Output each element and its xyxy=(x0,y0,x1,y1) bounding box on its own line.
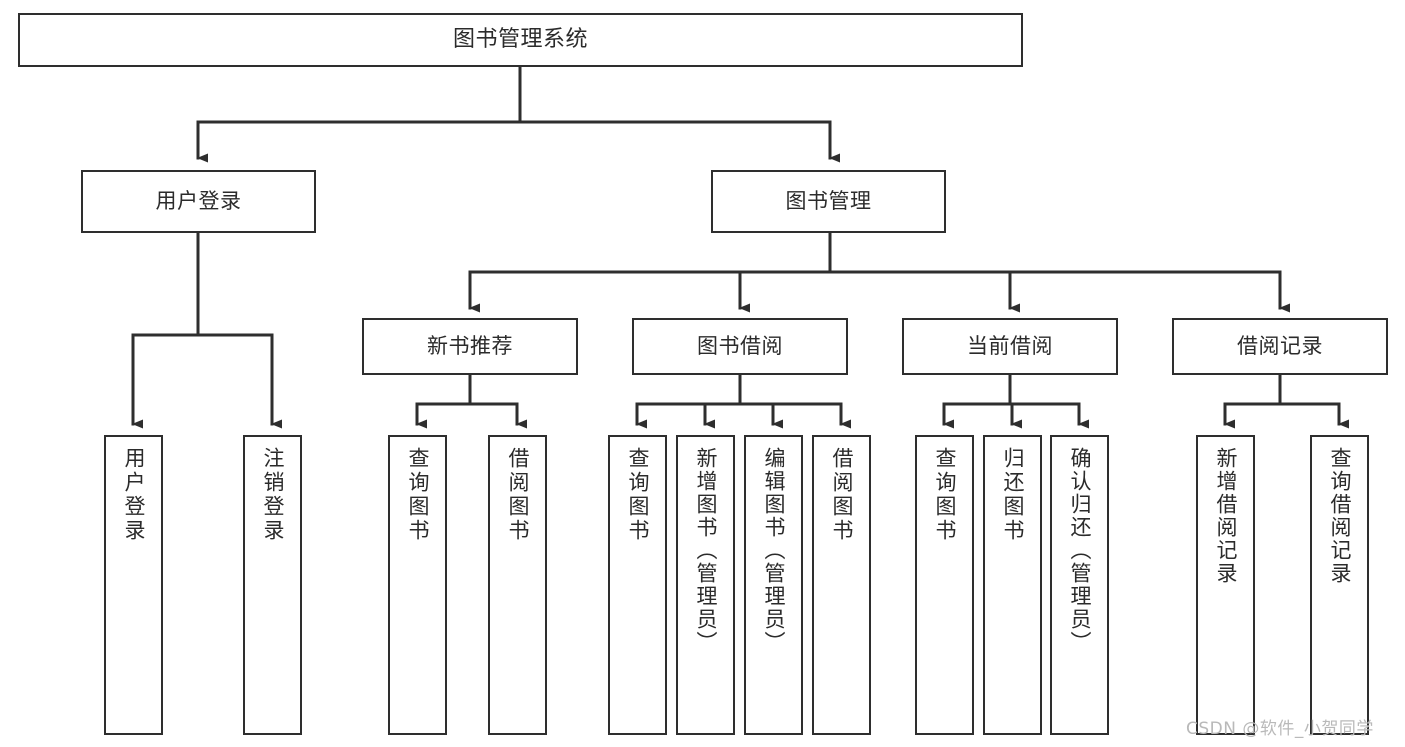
leaf-user-login[interactable]: 用户登录 xyxy=(104,435,163,735)
leaf-logout[interactable]: 注销登录 xyxy=(243,435,302,735)
node-new-book-recommend[interactable]: 新书推荐 xyxy=(362,318,578,375)
node-label: 用户登录 xyxy=(122,447,146,543)
leaf-search-book-recommend[interactable]: 查询图书 xyxy=(388,435,447,735)
node-label: 新书推荐 xyxy=(427,333,513,358)
node-label: 查询图书 xyxy=(626,447,650,543)
node-borrow-record[interactable]: 借阅记录 xyxy=(1172,318,1388,375)
leaf-return-book[interactable]: 归还图书 xyxy=(983,435,1042,735)
node-label: 当前借阅 xyxy=(967,333,1053,358)
node-label: 新增图书（管理员） xyxy=(694,447,718,654)
node-label: 借阅记录 xyxy=(1237,333,1323,358)
node-current-borrow[interactable]: 当前借阅 xyxy=(902,318,1118,375)
node-label: 归还图书 xyxy=(1001,447,1025,543)
node-label: 用户登录 xyxy=(155,188,242,213)
leaf-add-borrow-record[interactable]: 新增借阅记录 xyxy=(1196,435,1255,735)
leaf-search-borrow-record[interactable]: 查询借阅记录 xyxy=(1310,435,1369,735)
node-label: 查询图书 xyxy=(406,447,430,543)
node-label: 注销登录 xyxy=(261,447,285,543)
leaf-borrow-book-recommend[interactable]: 借阅图书 xyxy=(488,435,547,735)
leaf-borrow-book[interactable]: 借阅图书 xyxy=(812,435,871,735)
node-book-borrow[interactable]: 图书借阅 xyxy=(632,318,848,375)
node-label: 图书借阅 xyxy=(697,333,783,358)
node-label: 借阅图书 xyxy=(506,447,530,543)
node-label: 编辑图书（管理员） xyxy=(762,447,786,654)
leaf-edit-book-admin[interactable]: 编辑图书（管理员） xyxy=(744,435,803,735)
node-label: 新增借阅记录 xyxy=(1214,447,1238,585)
node-book-management[interactable]: 图书管理 xyxy=(711,170,946,233)
leaf-search-book-borrow[interactable]: 查询图书 xyxy=(608,435,667,735)
csdn-watermark: CSDN @软件_小贺同学 xyxy=(1186,719,1374,739)
leaf-add-book-admin[interactable]: 新增图书（管理员） xyxy=(676,435,735,735)
leaf-confirm-return-admin[interactable]: 确认归还（管理员） xyxy=(1050,435,1109,735)
leaf-search-book-current[interactable]: 查询图书 xyxy=(915,435,974,735)
node-label: 查询图书 xyxy=(933,447,957,543)
node-root-book-management-system[interactable]: 图书管理系统 xyxy=(18,13,1023,67)
node-label: 借阅图书 xyxy=(830,447,854,543)
node-label: 确认归还（管理员） xyxy=(1068,447,1092,654)
node-label: 图书管理 xyxy=(785,188,872,213)
node-label: 图书管理系统 xyxy=(452,26,588,52)
node-user-login[interactable]: 用户登录 xyxy=(81,170,316,233)
node-label: 查询借阅记录 xyxy=(1328,447,1352,585)
